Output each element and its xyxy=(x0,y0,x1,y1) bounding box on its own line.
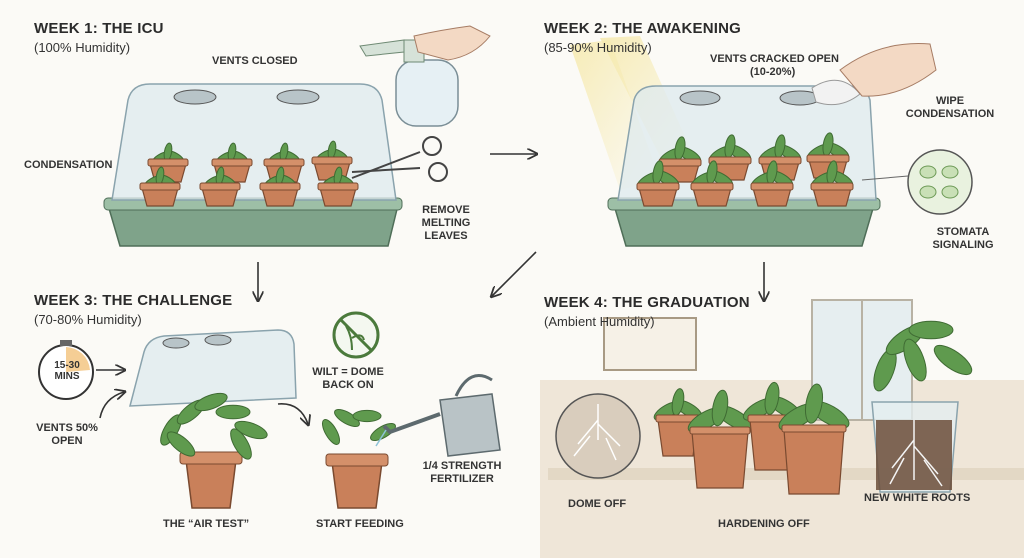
week4-title: WEEK 4: THE GRADUATION xyxy=(544,294,750,311)
dome-off-label: DOME OFF xyxy=(568,498,627,510)
week1-propagator xyxy=(103,25,491,247)
seedling-pot xyxy=(199,182,241,207)
seedling-pot xyxy=(636,182,680,207)
leaf xyxy=(764,381,780,415)
vents-cracked-label: VENTS CRACKED OPEN xyxy=(710,53,839,65)
seedling-pot xyxy=(810,182,854,207)
leaf xyxy=(711,389,729,427)
condensation-label: CONDENSATION xyxy=(24,159,113,171)
leaf xyxy=(903,338,927,382)
start-feeding-label: START FEEDING xyxy=(316,518,404,530)
wipe-condensation-label: WIPE CONDENSATION xyxy=(905,95,995,120)
air-test-label: THE “AIR TEST” xyxy=(163,518,250,530)
flow-arrows xyxy=(96,154,764,424)
seedling-pot xyxy=(750,182,794,207)
leaf xyxy=(352,409,382,423)
seedling-pot xyxy=(747,414,797,471)
wilt-label: WILT = DOME BACK ON xyxy=(312,366,384,391)
week4-subtitle: (Ambient Humidity) xyxy=(544,314,655,329)
new-roots-label: NEW WHITE ROOTS xyxy=(864,492,971,504)
leaf xyxy=(334,408,360,428)
week1-subtitle: (100% Humidity) xyxy=(34,40,131,55)
seedling-pot xyxy=(781,424,847,495)
leaf xyxy=(370,422,396,442)
leaf xyxy=(804,383,824,424)
fertilizer-label: 1/4 STRENGTH FERTILIZER xyxy=(422,460,502,485)
stomata-label: STOMATA SIGNALING xyxy=(932,226,994,251)
remove-leaves-label: REMOVE MELTING LEAVES xyxy=(421,204,471,242)
leaf xyxy=(166,431,196,457)
leaf xyxy=(215,404,251,420)
week3-scene xyxy=(38,311,501,509)
week4-scene xyxy=(540,299,1024,558)
seedling-pot xyxy=(259,182,301,207)
leaf xyxy=(321,419,341,445)
leaf xyxy=(194,392,228,412)
week2-propagator xyxy=(570,36,973,247)
seedling-pot xyxy=(690,182,734,207)
week3-subtitle: (70-80% Humidity) xyxy=(34,312,142,327)
week2-title: WEEK 2: THE AWAKENING xyxy=(544,20,741,37)
leaf xyxy=(234,420,268,440)
vents-closed-label: VENTS CLOSED xyxy=(212,55,298,67)
leaf xyxy=(230,428,252,460)
seedling-pot xyxy=(689,426,751,489)
vents-open-label: VENTS 50% OPEN xyxy=(36,422,98,447)
leaf xyxy=(933,344,973,376)
leaf xyxy=(908,320,954,340)
timer-label: 15-30 MINS xyxy=(54,360,80,382)
seedling-pot xyxy=(317,182,359,207)
week1-title: WEEK 1: THE ICU xyxy=(34,20,164,37)
week2-subtitle: (85-90% Humidity) xyxy=(544,40,652,55)
seedling-pot xyxy=(139,182,181,207)
hardening-off-label: HARDENING OFF xyxy=(718,518,810,530)
vents-percent-label: (10-20%) xyxy=(750,66,796,78)
week3-title: WEEK 3: THE CHALLENGE xyxy=(34,292,233,309)
